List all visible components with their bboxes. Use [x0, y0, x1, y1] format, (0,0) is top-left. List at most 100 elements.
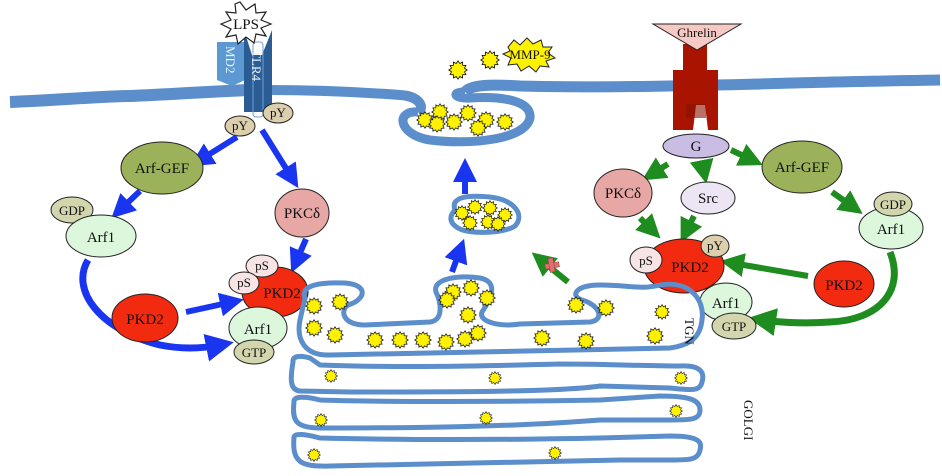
- mmp9-granule: [391, 331, 409, 349]
- arrow-arfgef-to-arf1: [830, 189, 863, 214]
- tlr4-receptor: TLR4: [244, 30, 272, 118]
- left-arfgef: Arf-GEF: [120, 141, 204, 195]
- right-pkc-delta: PKCδ: [593, 168, 653, 218]
- svg-text:PKCδ: PKCδ: [605, 186, 641, 202]
- svg-text:GDP: GDP: [880, 197, 906, 212]
- svg-text:GTP: GTP: [242, 345, 267, 360]
- arrow-tgn-to-vesicle: [444, 238, 468, 274]
- mmp9-granule: [366, 331, 384, 349]
- left-arrows: [79, 128, 477, 362]
- tlr4-phospho-sites: pY pY: [224, 102, 294, 137]
- left-pkd2-active: PKD2 pS pS: [228, 254, 309, 318]
- py-site-1: pY: [224, 115, 256, 137]
- mmp9-granule: [414, 331, 432, 349]
- right-arfgef: Arf-GEF: [761, 140, 843, 194]
- mmp9-granule: [654, 304, 670, 320]
- mmp9-granule: [496, 113, 514, 131]
- svg-text:pS: pS: [255, 258, 269, 273]
- left-pkd2-free: PKD2: [111, 293, 179, 343]
- mmp9-granule: [314, 413, 328, 427]
- svg-text:Arf1: Arf1: [87, 230, 115, 246]
- golgi-stack: [288, 353, 706, 469]
- svg-text:Ghrelin: Ghrelin: [677, 25, 717, 40]
- svg-text:Arf1: Arf1: [244, 322, 272, 338]
- svg-text:Arf-GEF: Arf-GEF: [135, 161, 189, 177]
- arrow-tlr4-to-arfgef: [189, 134, 239, 167]
- arrow-g-to-pkc: [641, 157, 670, 181]
- lps-label: LPS: [233, 17, 259, 33]
- arrow-tlr4-to-pkc: [259, 128, 299, 189]
- svg-text:Src: Src: [698, 191, 718, 207]
- arrow-pkc-to-pkd2: [635, 213, 661, 239]
- svg-text:Arf-GEF: Arf-GEF: [775, 160, 829, 176]
- golgi-cisterna-1: [288, 353, 706, 395]
- svg-text:Arf1: Arf1: [877, 222, 905, 238]
- svg-text:PKCδ: PKCδ: [284, 206, 320, 222]
- svg-text:pS: pS: [237, 275, 251, 290]
- mmp9-granule: [445, 113, 463, 131]
- right-pkd2-active: PKD2 pS pY: [629, 234, 730, 294]
- mmp9-granule: [305, 319, 323, 337]
- inhibition-mark: [544, 257, 560, 273]
- right-arf1-gtp: Arf1 GTP: [699, 282, 757, 340]
- mmp9-granule: [448, 60, 468, 80]
- mmp9-granule: [577, 332, 595, 350]
- arrow-src-to-pkd2: [680, 214, 703, 243]
- left-arf1-gtp: Arf1 GTP: [228, 306, 288, 365]
- arrow-arf1-cycle: [748, 250, 898, 336]
- g-protein: G: [662, 133, 730, 159]
- arrow-g-to-arfgef: [729, 144, 763, 166]
- arrow-g-to-src: [689, 157, 714, 184]
- left-pkc-delta: PKCδ: [274, 188, 330, 238]
- left-arf1-gdp: GDP Arf1: [50, 196, 137, 258]
- mmp9-label-burst: MMP-9: [501, 37, 557, 73]
- tlr4-label: TLR4: [249, 50, 264, 82]
- ghrelin-ligand: Ghrelin: [651, 23, 743, 51]
- mmp9-granule: [669, 404, 683, 418]
- mmp9-granule: [459, 306, 477, 324]
- md2-coreceptor: MD2: [217, 42, 245, 86]
- svg-text:GDP: GDP: [59, 203, 85, 218]
- svg-text:pY: pY: [232, 118, 249, 133]
- tgn-compartment: [296, 274, 705, 358]
- lps-ligand: LPS: [219, 1, 273, 46]
- ghsr-receptor: [673, 44, 718, 130]
- right-arrows: [531, 144, 898, 336]
- mmp9-granule: [479, 411, 493, 425]
- golgi-cisterna-3: [291, 432, 704, 469]
- mmp9-granule: [488, 371, 502, 385]
- mmp9-granule: [324, 369, 338, 383]
- mmp9-granule: [480, 50, 500, 70]
- arrow-pkd2-to-active: [720, 253, 809, 279]
- svg-text:PKD2: PKD2: [126, 312, 164, 328]
- tgn-label: TGN: [682, 318, 697, 345]
- golgi-label: GOLGI: [741, 400, 756, 440]
- arrow-pkd2-to-active: [185, 292, 244, 317]
- svg-text:pY: pY: [707, 238, 724, 253]
- mmp9-granule: [459, 104, 477, 122]
- exocytic-vesicle-fusing: [398, 87, 535, 147]
- golgi-cisterna-2: [291, 393, 703, 431]
- mmp9-granule: [646, 327, 664, 345]
- mmp9-granule: [674, 371, 688, 385]
- mmp9-granule: [305, 297, 323, 315]
- svg-text:pS: pS: [639, 253, 653, 268]
- svg-text:pY: pY: [270, 105, 287, 120]
- py-site-2: pY: [262, 102, 294, 124]
- svg-text:GTP: GTP: [722, 319, 747, 334]
- right-pkd2-free: PKD2: [813, 260, 875, 308]
- arrow-arfgef-to-arf1: [111, 188, 143, 219]
- right-src: Src: [680, 181, 736, 215]
- svg-text:G: G: [691, 139, 702, 155]
- right-arf1-gdp: Arf1 GDP: [858, 191, 924, 250]
- svg-text:PKD2: PKD2: [263, 286, 301, 302]
- mmp9-granule: [548, 446, 562, 460]
- mmp9-granule: [307, 448, 321, 462]
- mmp9-granule: [437, 333, 455, 351]
- svg-text:PKD2: PKD2: [825, 278, 863, 294]
- mmp9-granule: [533, 329, 551, 347]
- svg-text:MMP-9: MMP-9: [509, 47, 550, 62]
- mmp9-granule: [326, 326, 344, 344]
